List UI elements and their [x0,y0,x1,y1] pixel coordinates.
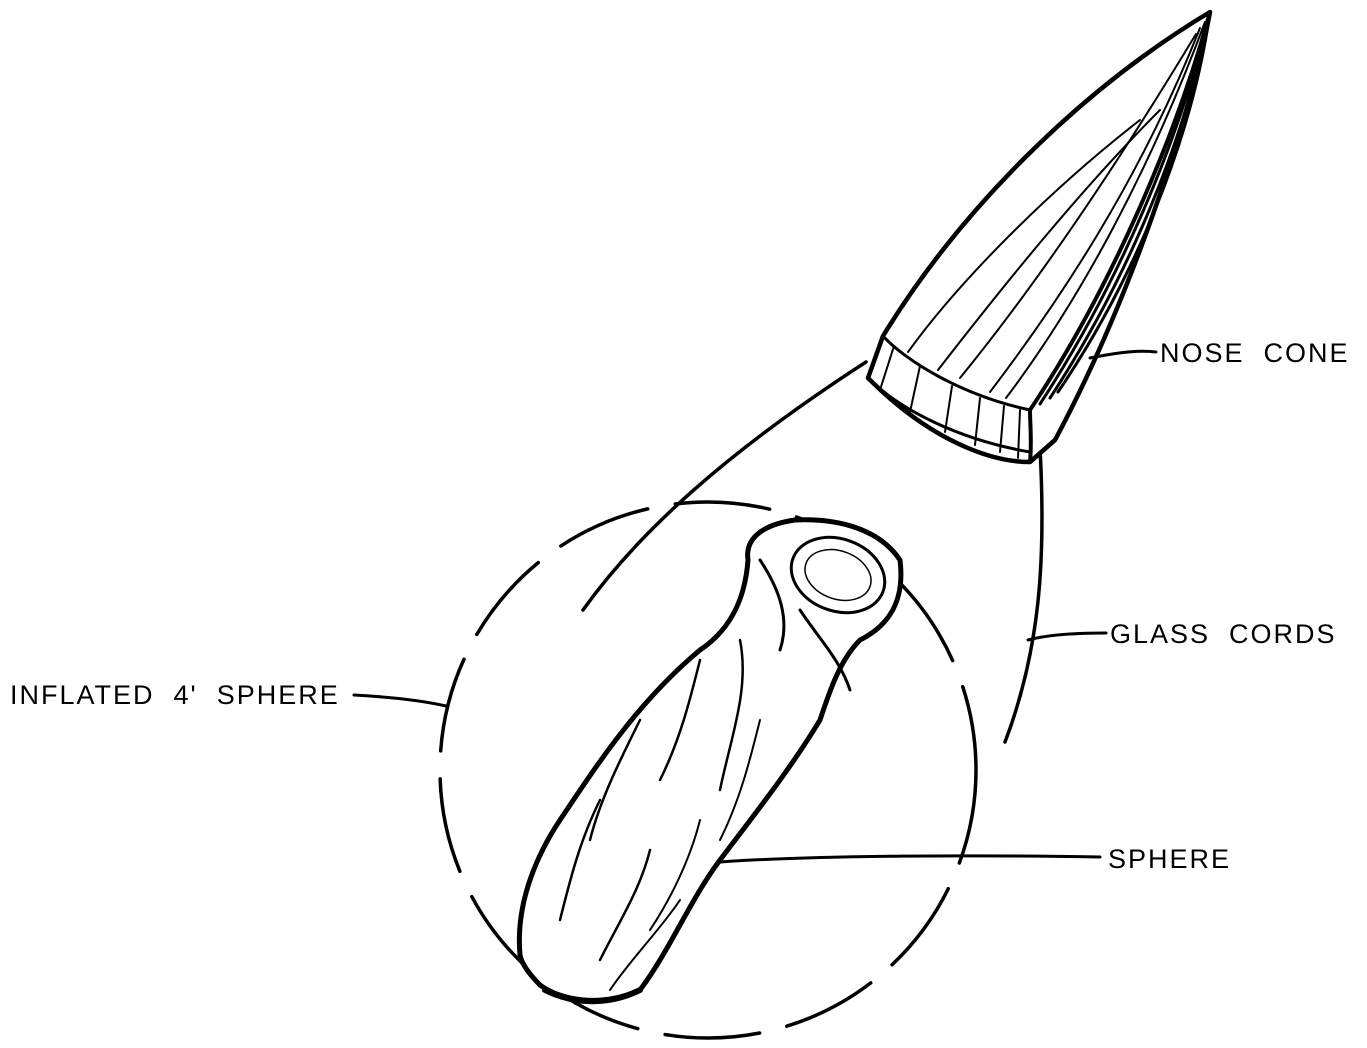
label-nose-cone: NOSE CONE [1160,340,1350,367]
crumpled-sphere [519,520,901,1001]
label-sphere: SPHERE [1108,846,1231,873]
leader-glass-cords [1028,633,1106,640]
label-glass-cords: GLASS CORDS [1110,621,1337,648]
leader-sphere [720,856,1100,862]
glass-cord-right [1005,448,1042,742]
nose-cone [868,12,1210,462]
leader-inflated-sphere [354,695,446,706]
label-inflated-sphere: INFLATED 4' SPHERE [10,682,340,709]
